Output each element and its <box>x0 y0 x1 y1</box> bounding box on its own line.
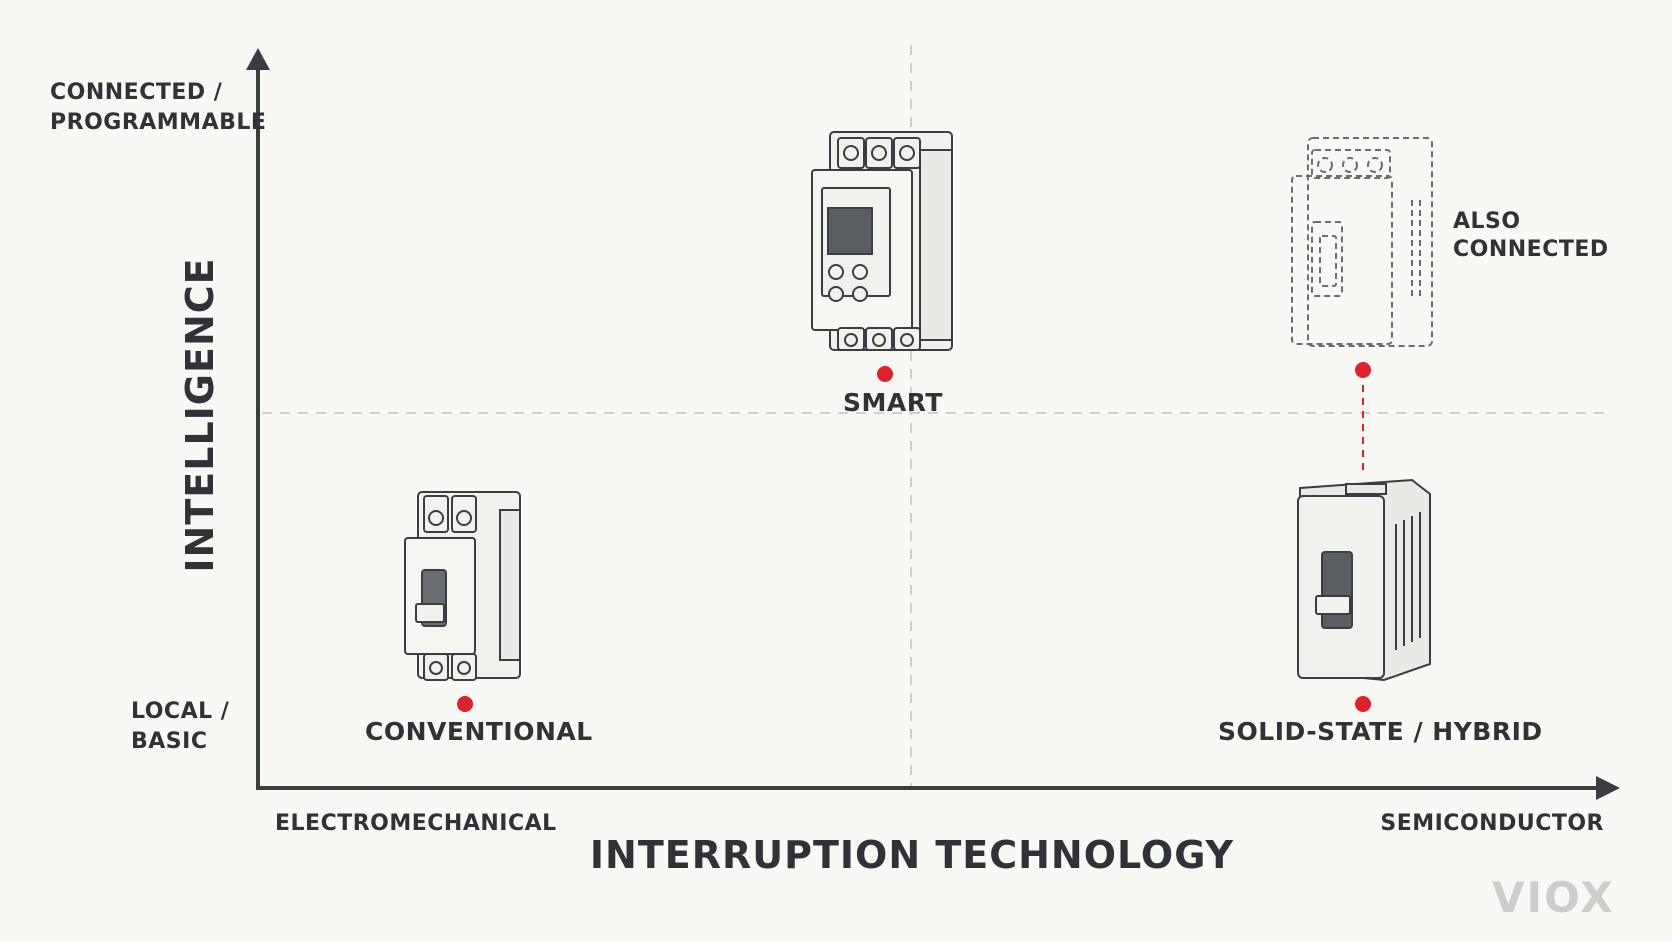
viox-logo: VIOX <box>1492 873 1615 922</box>
x-axis-left-label: ELECTROMECHANICAL <box>275 811 557 836</box>
x-axis-right-label: SEMICONDUCTOR <box>1380 811 1604 836</box>
y-axis-high-label-line1: CONNECTED / <box>50 80 223 105</box>
also-connected-line1: ALSO <box>1453 209 1521 234</box>
y-axis-high-label: CONNECTED / PROGRAMMABLE <box>50 78 266 138</box>
y-axis-arrowhead <box>246 48 270 70</box>
y-axis-title: INTELLIGENCE <box>178 257 222 573</box>
solid-state-marker <box>1355 696 1371 712</box>
y-axis-low-label: LOCAL / BASIC <box>131 697 229 757</box>
x-axis-arrowhead <box>1596 776 1620 800</box>
solid-state-breaker-icon <box>1297 478 1431 682</box>
smart-marker <box>877 366 893 382</box>
conventional-marker <box>457 696 473 712</box>
x-axis-title: INTERRUPTION TECHNOLOGY <box>589 833 1235 877</box>
also-connected-label: ALSO CONNECTED <box>1453 208 1609 264</box>
conventional-label: CONVENTIONAL <box>365 717 593 746</box>
connected-solid-state-breaker-icon <box>1291 137 1433 347</box>
conventional-breaker-icon <box>404 491 521 681</box>
y-axis-high-label-line2: PROGRAMMABLE <box>50 110 267 135</box>
y-axis-low-label-line1: LOCAL / <box>131 699 230 724</box>
smart-label: SMART <box>843 388 943 417</box>
smart-breaker-icon <box>811 131 953 351</box>
solid-state-label: SOLID-STATE / HYBRID <box>1218 717 1543 746</box>
connected-marker <box>1355 362 1371 378</box>
also-connected-line2: CONNECTED <box>1453 237 1609 262</box>
y-axis-low-label-line2: BASIC <box>131 729 208 754</box>
